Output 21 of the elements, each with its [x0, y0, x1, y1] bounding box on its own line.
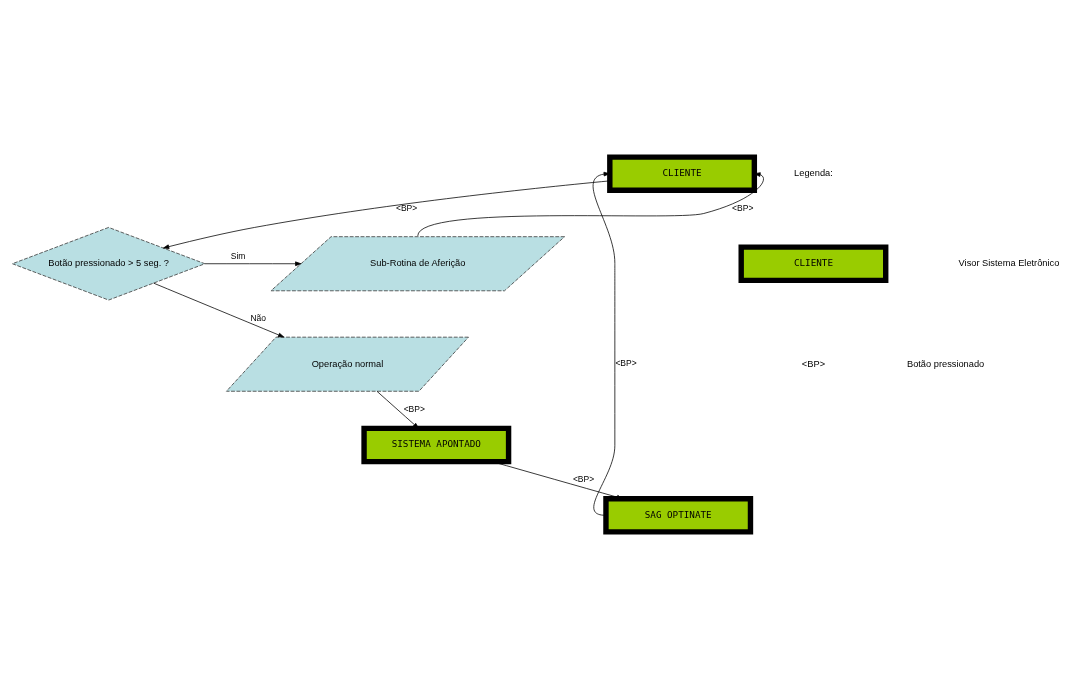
legend-label: Botão pressionado [906, 358, 985, 369]
arrow [376, 390, 419, 429]
edge-label: <BP> [403, 403, 425, 414]
edge-label: Não [250, 312, 266, 323]
legend-label: Visor Sistema Eletrônico [958, 258, 1060, 269]
node-box: CLIENTE [607, 154, 758, 194]
node-diamond: Botão pressionado > 5 seg. ? [12, 227, 206, 301]
node-box: SISTEMA APONTADO [361, 425, 512, 465]
label: <BP> [801, 358, 826, 369]
edge-label: <BP> [615, 358, 637, 369]
arrow [417, 172, 764, 237]
edge-label: <BP> [395, 203, 418, 214]
label: Legenda: [794, 168, 833, 179]
edge-label: <BP> [572, 474, 595, 485]
arrow [204, 261, 302, 266]
arrow [153, 282, 285, 338]
node-box: CLIENTE [738, 244, 889, 284]
edge-label: <BP> [732, 203, 754, 214]
arrow [163, 180, 610, 249]
edge-label: Sim [230, 250, 246, 261]
arrow [592, 171, 616, 516]
